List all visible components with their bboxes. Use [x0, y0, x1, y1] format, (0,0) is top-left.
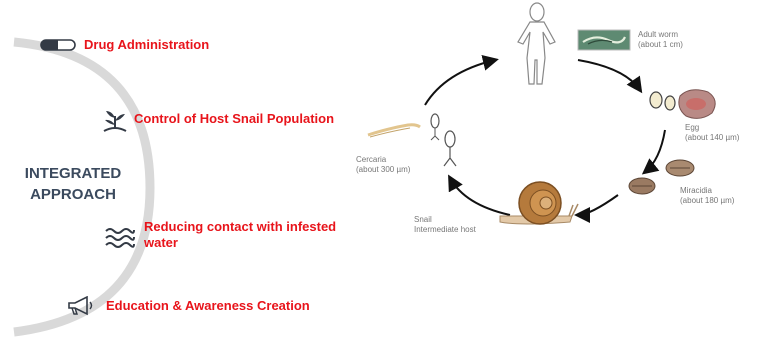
arrow-to-cercaria	[450, 178, 510, 215]
water-waves-icon	[104, 227, 136, 249]
item-label: Control of Host Snail Population	[134, 111, 334, 127]
item-education-awareness: Education & Awareness Creation	[66, 296, 310, 316]
adult-worm-image	[578, 30, 630, 50]
arrow-to-miracidia	[645, 130, 665, 172]
egg-size: (about 140 µm)	[685, 133, 740, 142]
human-host-figure	[518, 3, 555, 84]
item-reducing-contact: Reducing contact with infested water	[104, 219, 336, 251]
megaphone-icon	[66, 296, 96, 316]
pill-icon	[40, 39, 76, 51]
cercaria-caption: Cercaria	[356, 155, 387, 164]
item-label: Reducing contact with infested water	[144, 219, 336, 251]
life-cycle-diagram: Adult worm (about 1 cm) Egg (about 140 µ…	[350, 0, 767, 260]
plant-icon	[100, 108, 130, 134]
adult-worm-caption: Adult worm	[638, 30, 678, 39]
arrow-to-human	[425, 60, 495, 105]
arrow-to-snail	[578, 195, 618, 215]
item-drug-administration: Drug Administration	[40, 37, 209, 53]
snail-image	[500, 182, 578, 224]
miracidia-caption: Miracidia	[680, 186, 713, 195]
egg-image	[650, 90, 715, 119]
integrated-approach-label: INTEGRATED APPROACH	[8, 163, 138, 205]
item-label: Drug Administration	[84, 37, 209, 53]
item-label: Education & Awareness Creation	[106, 298, 310, 314]
miracidia-size: (about 180 µm)	[680, 196, 735, 205]
snail-host-label: Intermediate host	[414, 225, 477, 234]
snail-caption: Snail	[414, 215, 432, 224]
arrow-to-egg	[578, 60, 640, 90]
adult-worm-size: (about 1 cm)	[638, 40, 683, 49]
item-snail-control: Control of Host Snail Population	[100, 108, 334, 134]
cercaria-size: (about 300 µm)	[356, 165, 411, 174]
egg-caption: Egg	[685, 123, 699, 132]
